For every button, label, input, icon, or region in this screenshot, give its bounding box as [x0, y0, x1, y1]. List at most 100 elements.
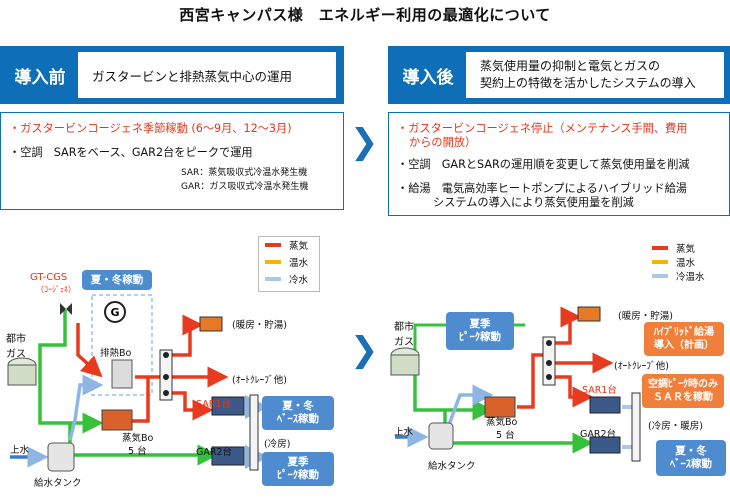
- peak-tag-r-line1: 夏季: [469, 318, 491, 330]
- before-note-sar: SAR：蒸気吸収式冷温水発生機: [181, 168, 308, 178]
- heating-label: (暖房・貯湯): [232, 320, 287, 331]
- city-gas-tank: [7, 364, 37, 386]
- feed-tank: [47, 442, 75, 472]
- cooling-label: (冷房): [264, 439, 291, 450]
- base-tag-r-line2: ﾍﾞｰｽ稼動: [670, 458, 712, 470]
- summer-winter-tag: 夏・冬稼動: [82, 270, 152, 290]
- base-tag-r: 夏・冬 ﾍﾞｰｽ稼動: [656, 440, 726, 476]
- heating-icon-r: [577, 306, 601, 322]
- steam-bo-out: [132, 377, 150, 423]
- steam-heating-r: [555, 306, 582, 345]
- after-flow-diagram: [390, 306, 641, 462]
- before-header-text: ガスタービンと排熱蒸気中心の運用: [78, 52, 336, 98]
- peak-tag: 夏季 ﾋﾟｰｸ稼動: [262, 452, 334, 486]
- after-header-text: 蒸気使用量の抑制と電気とガスの 契約上の特徴を活かしたシステムの導入: [466, 52, 724, 98]
- feed-r: [445, 384, 494, 431]
- gas-line-gar-r: [443, 410, 594, 454]
- feed-tank-r: [428, 422, 454, 450]
- gt-valve: [60, 303, 72, 315]
- after-tag: 導入後: [394, 54, 462, 96]
- city-gas-label: 都市 ガス: [6, 334, 26, 360]
- peak-tag-line1: 夏季: [287, 456, 309, 468]
- legend-r-steam-swatch: [652, 246, 668, 250]
- base-tag-line1: 夏・冬: [282, 400, 314, 412]
- feed-tank-label: 給水タンク: [34, 478, 82, 489]
- svg-text:G: G: [110, 306, 119, 319]
- before-bullet-2: ・空調 SARをベース、GAR2台をピークで運用: [9, 146, 253, 159]
- base-tag-line2: ﾍﾞｰｽ稼動: [277, 413, 319, 425]
- cold-header-r: [631, 392, 641, 462]
- feed-line: [68, 374, 104, 441]
- steam-bo-label: 蒸気Bo: [122, 433, 154, 444]
- city-gas-tank-r: [390, 354, 420, 376]
- page-title: 西宮キャンパス様 エネルギー利用の最適化について: [179, 6, 551, 24]
- before-bullet-1: ・ガスタービンコージェネ季節稼動 (6～9月、12～3月): [9, 122, 292, 135]
- legend-r-hot-label: 温水: [676, 258, 696, 269]
- heating-label-r: (暖房・貯湯): [618, 311, 673, 322]
- legend-hot-label: 温水: [289, 258, 309, 269]
- sar-unit: [211, 396, 245, 416]
- legend-r-coldhot-swatch: [652, 274, 668, 278]
- sar-peak-tag-line2: ＳＡＲを稼動: [653, 392, 713, 403]
- heating-icon: [199, 316, 223, 332]
- feed-tank-label-r: 給水タンク: [428, 461, 476, 472]
- steam-bo-count-r: 5 台: [496, 430, 515, 441]
- chevron-right-icon: ❯: [350, 122, 379, 162]
- hybrid-tag: ﾊｲﾌﾞﾘｯﾄﾞ給湯 導入（計画）: [644, 322, 724, 356]
- exhaust-bo-label: 排熱Bo: [100, 348, 132, 359]
- gas-line-bo: [38, 370, 104, 434]
- after-bullet-3a: ・給湯 電気高効率ヒートポンプによるハイブリッド給湯: [397, 182, 687, 195]
- before-flow-diagram: G: [7, 294, 269, 472]
- base-tag: 夏・冬 ﾍﾞｰｽ稼動: [262, 396, 334, 430]
- steam-bo-out-r: [517, 353, 543, 409]
- peak-tag-line2: ﾋﾟｰｸ稼動: [277, 469, 319, 481]
- steam-boiler: [101, 409, 133, 431]
- after-bullet-2: ・空調 GARとSARの運用順を変更して蒸気使用量を削減: [397, 158, 690, 171]
- after-header-line1: 蒸気使用量の抑制と電気とガスの: [480, 59, 661, 73]
- steam-to-sar: [170, 391, 214, 421]
- steam-bo-count: 5 台: [128, 446, 147, 457]
- cogen-label: （ｺｰｼﾞｪﾈ）: [36, 285, 76, 294]
- hybrid-tag-line2: 導入（計画）: [654, 340, 714, 351]
- before-tag: 導入前: [6, 54, 74, 96]
- chevron-right-icon-2: ❯: [350, 330, 379, 370]
- sar-unit-r: [589, 396, 621, 414]
- exhaust-dashed-box: [91, 294, 153, 396]
- gtcgs-label: GT-CGS: [30, 272, 68, 283]
- exhaust-line: [76, 323, 103, 378]
- gas-line-gt: [38, 310, 67, 370]
- legend-right: 蒸気 温水 冷温水: [648, 240, 720, 286]
- water-in-label-r: 上水: [394, 427, 414, 438]
- autoclave-label: (ｵｰﾄｸﾚｰﾌﾞ他): [232, 375, 287, 386]
- exhaust-boiler: [111, 359, 133, 389]
- legend-steam-swatch: [265, 243, 281, 247]
- cold-header: [249, 394, 259, 471]
- after-bullet-3b: システムの導入により蒸気使用量を削減: [433, 196, 634, 209]
- peak-tag-r-line2: ﾋﾟｰｸ稼動: [459, 331, 501, 343]
- before-note-gar: GAR：ガス吸収式冷温水発生機: [181, 182, 309, 192]
- sar-label: SAR1台: [196, 399, 231, 410]
- legend-left: 蒸気 温水 冷水: [258, 236, 320, 292]
- gar-unit: [211, 446, 245, 466]
- legend-r-coldhot-label: 冷温水: [676, 272, 705, 283]
- legend-cold-label: 冷水: [289, 275, 309, 286]
- generator-icon: [104, 301, 126, 323]
- peak-tag-r: 夏季 ﾋﾟｰｸ稼動: [446, 312, 514, 350]
- legend-cold-swatch: [265, 277, 281, 281]
- legend-hot-swatch: [265, 260, 281, 264]
- steam-to-heating: [170, 314, 204, 357]
- autoclave-label-r: (ｵｰﾄｸﾚｰﾌﾞ他): [614, 361, 669, 372]
- gar-label-r: GAR2台: [580, 429, 617, 440]
- after-bullet-1a: ・ガスタービンコージェネ停止（メンテナンス手間、費用: [397, 122, 688, 135]
- sar-peak-tag: 空調ﾋﾟｰｸ時のみ ＳＡＲを稼動: [642, 374, 724, 408]
- steam-sar-r: [555, 375, 594, 408]
- steam-bo-label-r: 蒸気Bo: [486, 417, 518, 428]
- gar-label: GAR2台: [196, 447, 233, 458]
- cool-heat-label-r: (冷房・暖房): [648, 421, 703, 432]
- after-bullet-1b: からの開放）: [409, 136, 477, 149]
- sar-peak-tag-line1: 空調ﾋﾟｰｸ時のみ: [648, 379, 718, 390]
- before-body: ・ガスタービンコージェネ季節稼動 (6～9月、12～3月) ・空調 SARをベー…: [0, 112, 344, 210]
- base-tag-r-line1: 夏・冬: [675, 445, 707, 457]
- steam-boiler-r: [484, 396, 516, 418]
- hybrid-tag-line1: ﾊｲﾌﾞﾘｯﾄﾞ給湯: [654, 327, 714, 338]
